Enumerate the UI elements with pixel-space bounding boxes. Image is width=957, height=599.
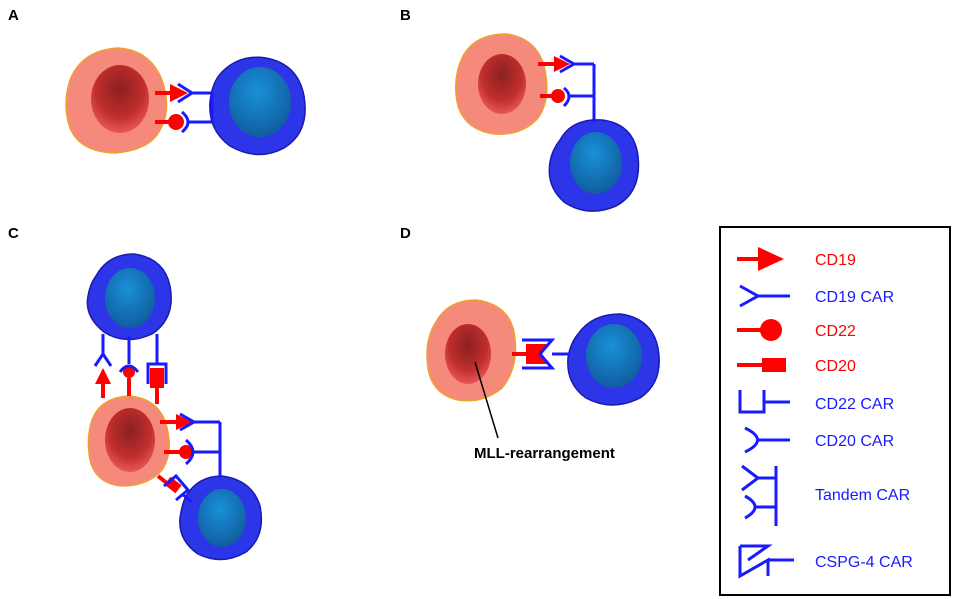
t-cell [567,313,660,406]
legend-label-cspg4-car: CSPG-4 CAR [815,554,913,571]
legend-label-tandem-car: Tandem CAR [815,487,910,504]
legend: CD19 CD19 CAR CD22 CD20 CD22 CAR CD20 CA… [719,226,951,596]
annotation-pointer [474,361,499,439]
legend-label-cd20: CD20 [815,358,856,375]
tandem-car [177,82,214,134]
t-cell-top [86,253,172,341]
panel-d-label: D [400,225,411,242]
tumor-cell [455,33,548,135]
cd19-arrow-icon [737,247,784,271]
panel-c-label: C [8,225,19,242]
tumor-cell [65,47,168,154]
cd22-ball-icon [737,319,782,341]
legend-label-cd20-car: CD20 CAR [815,433,894,450]
panel-a-label: A [8,7,19,24]
tandem-car [559,54,596,122]
t-cell [548,119,640,212]
tumor-cell [426,299,517,402]
tandem-car-icon [741,464,778,526]
panel-d: MLL-rearrangement [426,299,660,462]
cspg4-car-icon [738,544,794,579]
panel-c [86,253,263,561]
panel-b [455,33,640,212]
cd22-car-bracket-icon [738,390,790,414]
t-cell-right [179,475,263,561]
tumor-cell [87,395,170,487]
cd19-car-y-icon [739,284,790,308]
panel-a [65,47,306,156]
cd20-car-cup-icon [744,426,790,454]
cd22-antigen [540,89,565,103]
legend-label-cd22: CD22 [815,323,856,340]
panel-b-label: B [400,7,411,24]
cd19-antigen [155,84,188,102]
cspg4-binding [512,338,570,370]
legend-label-cd19-car: CD19 CAR [815,289,894,306]
legend-label-cd19: CD19 [815,252,856,269]
cd19-antigen [538,56,570,72]
car-bridge-top [93,334,168,404]
t-cell [209,56,306,156]
legend-label-cd22-car: CD22 CAR [815,396,894,413]
car-bridge-right [156,412,222,504]
mll-rearrangement-label: MLL-rearrangement [474,445,615,462]
cd20-rect-icon [737,358,786,372]
cd22-antigen [155,114,184,130]
